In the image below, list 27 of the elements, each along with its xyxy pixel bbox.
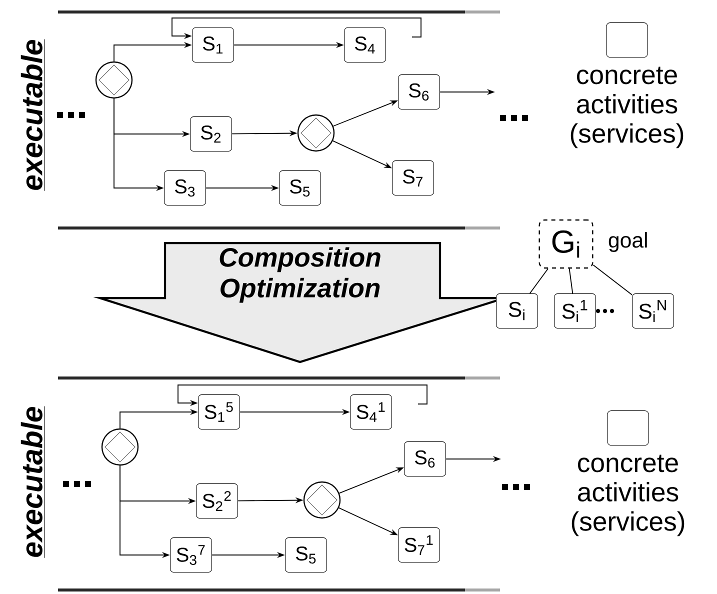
- service-box: S$_{4}$1: [350, 394, 392, 430]
- gateway-circle: [303, 481, 341, 519]
- side-label: executable: [20, 38, 45, 192]
- gateway-circle: [95, 61, 133, 99]
- service-box: S$_{1}$5: [198, 394, 240, 430]
- service-box: S$_{2}$2: [196, 483, 238, 519]
- service-box: S$_{i}$N: [632, 293, 674, 329]
- service-box: S$_{1}$: [192, 27, 234, 63]
- goal-label: goal: [608, 232, 647, 252]
- service-box: S$_{3}$: [164, 170, 206, 206]
- goal-box: G$_{i}$: [538, 219, 594, 269]
- gateway-circle: [101, 428, 139, 466]
- service-box: S$_{5}$: [285, 537, 327, 573]
- legend-text: concrete activities (services): [570, 66, 684, 148]
- service-box: S$_{i}$1: [554, 293, 596, 329]
- service-box: S$_{2}$: [190, 116, 232, 152]
- service-box: S$_{3}$7: [170, 537, 212, 573]
- service-box: S$_{7}$1: [398, 527, 440, 563]
- service-box: S$_{4}$: [344, 27, 386, 63]
- service-box: S$_{6}$: [404, 441, 446, 477]
- service-box: S$_{i}$: [496, 293, 538, 329]
- service-box: S$_{7}$: [392, 160, 434, 196]
- service-box: S$_{5}$: [279, 170, 321, 206]
- legend-text: concrete activities (services): [572, 454, 684, 536]
- service-box: S$_{6}$: [398, 74, 440, 110]
- gateway-circle: [297, 114, 335, 152]
- side-label: executable: [20, 406, 45, 558]
